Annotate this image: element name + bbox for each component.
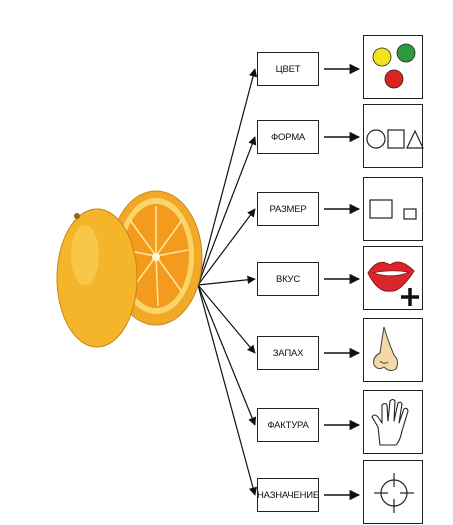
fan-arrow-3 — [197, 208, 256, 286]
orange-whole — [56, 208, 138, 348]
property-label-shape: ФОРМА — [257, 120, 319, 154]
property-label-purpose: НАЗНАЧЕНИЕ — [257, 478, 319, 512]
property-label-color: ЦВЕТ — [257, 52, 319, 86]
shapes-icon — [363, 104, 424, 168]
size-rectangles-icon — [363, 177, 423, 241]
target-icon — [363, 460, 423, 524]
fan-arrow-4 — [197, 275, 256, 286]
nose-icon — [363, 318, 423, 382]
hand-icon — [363, 390, 423, 454]
mouth-plus-icon — [363, 246, 423, 310]
property-label-size: РАЗМЕР — [257, 192, 319, 226]
property-label-taste: ВКУС — [257, 262, 319, 296]
property-label-texture: ФАКТУРА — [257, 408, 319, 442]
fan-arrow-7 — [197, 284, 258, 496]
fan-arrow-5 — [197, 284, 256, 354]
fan-arrow-1 — [197, 68, 258, 286]
fan-arrow-2 — [197, 136, 257, 286]
colored-dots-icon — [363, 35, 423, 99]
fan-arrow-6 — [197, 284, 257, 426]
property-label-smell: ЗАПАХ — [257, 336, 319, 370]
